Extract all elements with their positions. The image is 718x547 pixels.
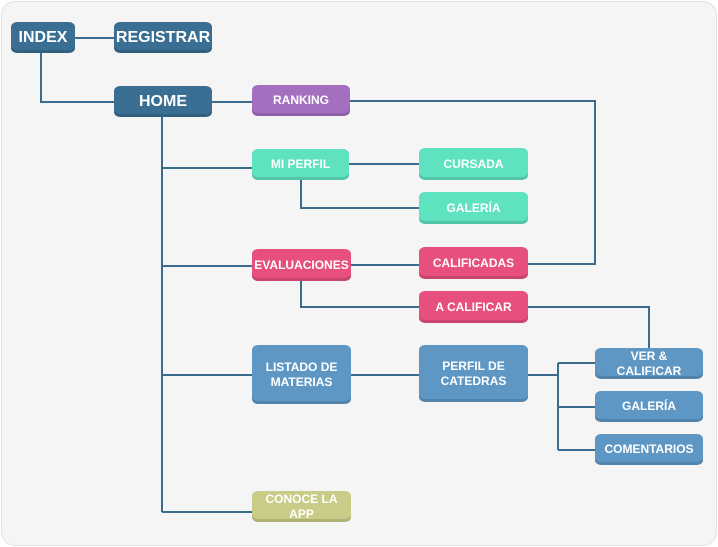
node-comentarios-label: COMENTARIOS [604, 442, 694, 456]
node-galeria-catedra-label: GALERÍA [622, 399, 676, 413]
node-index[interactable]: INDEX [11, 22, 75, 53]
node-conoce-app-label: CONOCE LA APP [265, 491, 338, 521]
node-registrar-label: REGISTRAR [115, 28, 211, 46]
link-ranking-calificadas [350, 100, 596, 265]
node-listado-materias-label: LISTADO DE MATERIAS [265, 359, 338, 389]
node-a-calificar-label: A CALIFICAR [435, 299, 512, 314]
node-home[interactable]: HOME [114, 86, 212, 117]
node-ver-calificar-label: VER & CALIFICAR [616, 348, 682, 378]
node-listado-materias[interactable]: LISTADO DE MATERIAS [252, 345, 351, 404]
node-galeria-perfil[interactable]: GALERÍA [419, 192, 528, 224]
link-mi-perfil-galeria [300, 180, 419, 209]
node-evaluaciones-label: EVALUACIONES [254, 257, 349, 272]
node-registrar[interactable]: REGISTRAR [114, 22, 212, 53]
node-index-label: INDEX [18, 28, 68, 46]
node-evaluaciones[interactable]: EVALUACIONES [252, 249, 351, 281]
node-perfil-catedras[interactable]: PERFIL DE CATEDRAS [419, 345, 528, 402]
node-cursada-label: CURSADA [443, 156, 504, 171]
node-mi-perfil-label: MI PERFIL [270, 157, 331, 171]
node-calificadas-label: CALIFICADAS [432, 255, 515, 270]
node-home-label: HOME [139, 92, 187, 110]
node-cursada[interactable]: CURSADA [419, 148, 528, 180]
node-mi-perfil[interactable]: MI PERFIL [252, 149, 349, 180]
node-galeria-catedra[interactable]: GALERÍA [595, 391, 703, 422]
node-ranking-label: RANKING [273, 93, 329, 107]
node-ranking[interactable]: RANKING [252, 85, 350, 116]
node-perfil-catedras-label: PERFIL DE CATEDRAS [440, 358, 507, 388]
link-index-home [40, 52, 114, 103]
node-calificadas[interactable]: CALIFICADAS [419, 247, 528, 279]
node-galeria-perfil-label: GALERÍA [446, 200, 501, 215]
node-a-calificar[interactable]: A CALIFICAR [419, 291, 528, 323]
node-conoce-app[interactable]: CONOCE LA APP [252, 491, 351, 522]
link-evaluaciones-a-calificar [300, 281, 419, 308]
link-a-calificar-ver-calificar [528, 306, 650, 348]
node-comentarios[interactable]: COMENTARIOS [595, 434, 703, 465]
node-ver-calificar[interactable]: VER & CALIFICAR [595, 348, 703, 379]
